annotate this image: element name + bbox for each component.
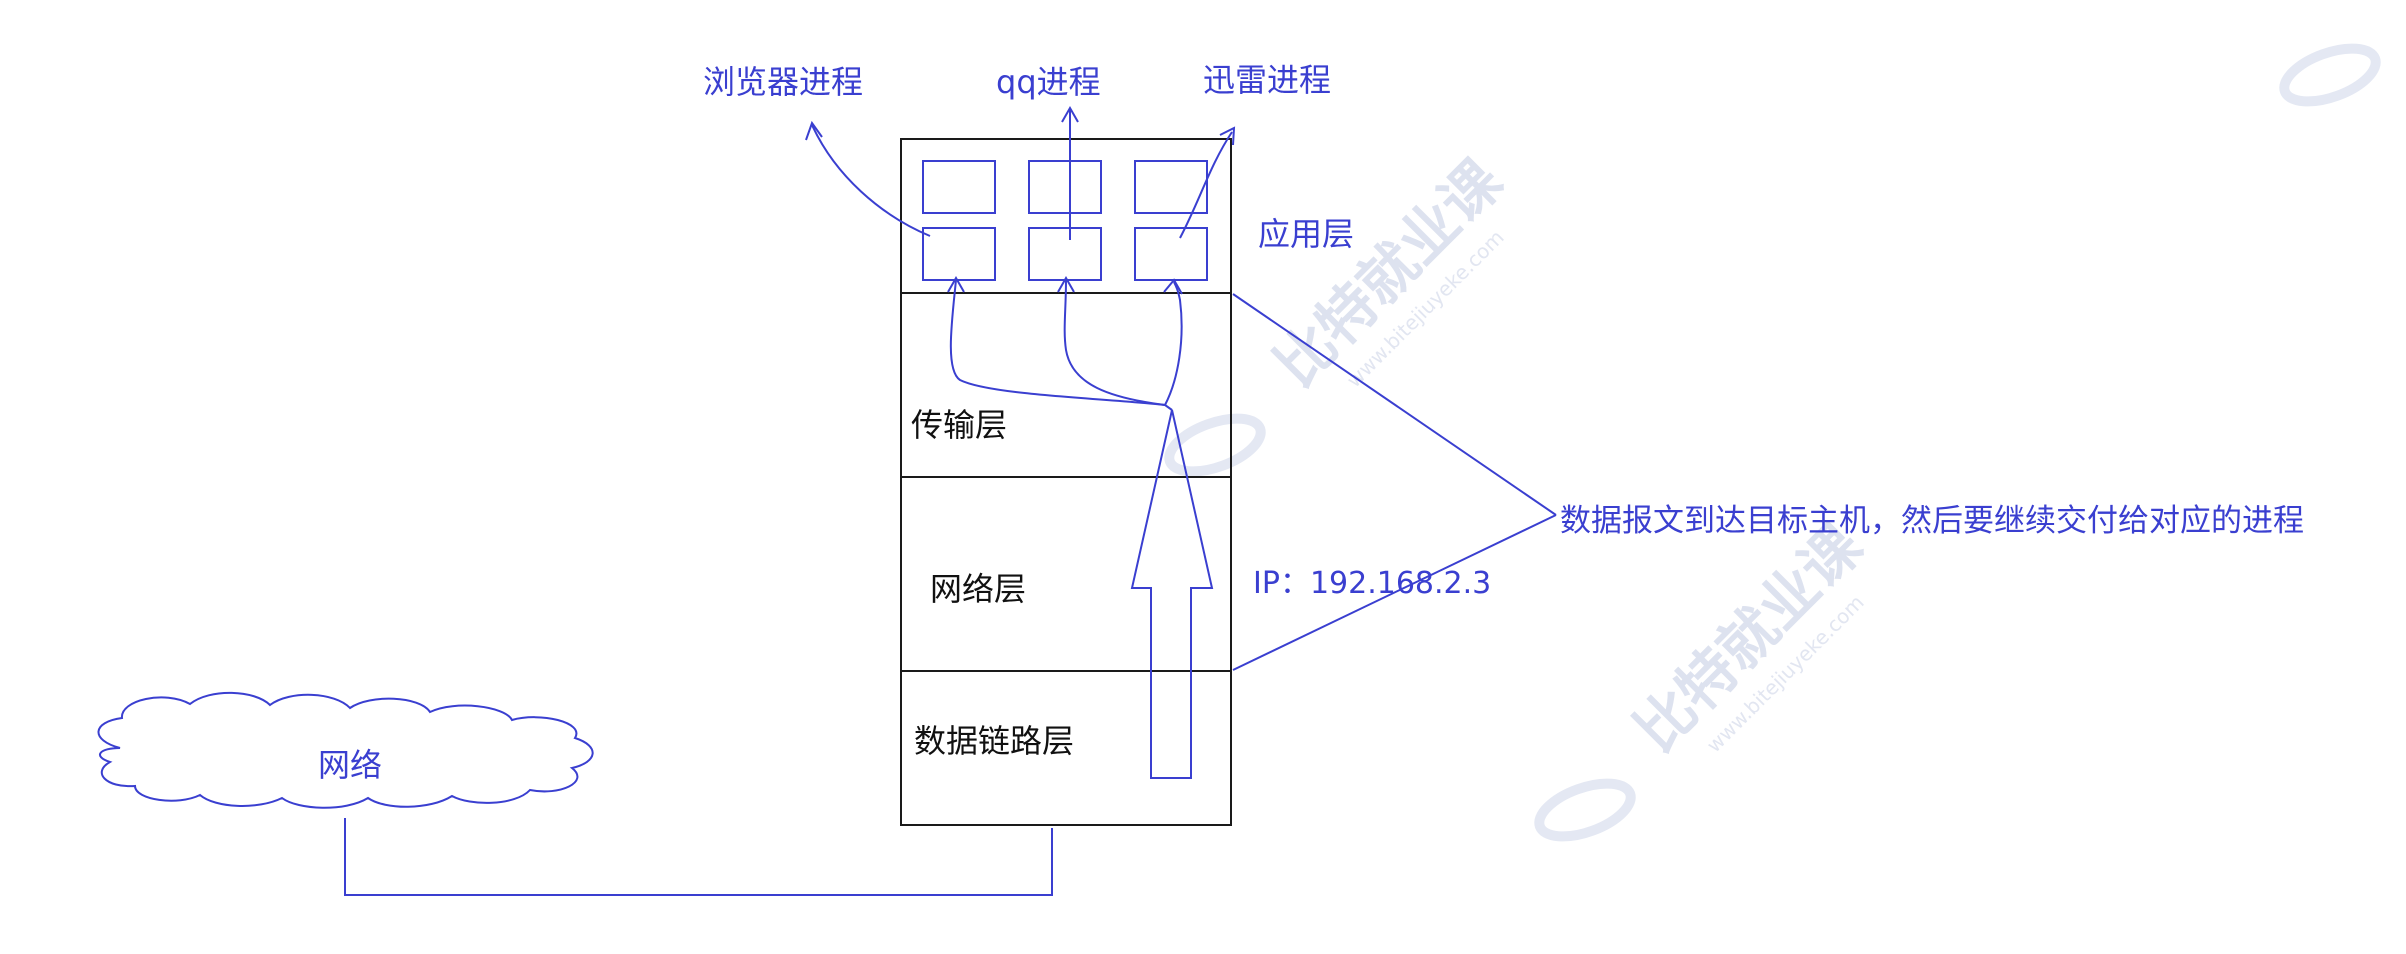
arrowhead [947, 275, 965, 293]
delivery-note: 数据报文到达目标主机，然后要继续交付给对应的进程 [1560, 503, 2304, 539]
arrowhead [1057, 275, 1075, 293]
browser-process-label: 浏览器进程 [703, 63, 863, 101]
cloud-connection [344, 818, 1053, 896]
process-box [1134, 160, 1208, 214]
process-box [922, 160, 996, 214]
ip-address-label: IP：192.168.2.3 [1253, 566, 1491, 601]
transport-layer-label: 传输层 [911, 406, 1007, 444]
line-to-browser-label [811, 124, 931, 237]
branch-to-xunlei [1164, 281, 1183, 406]
watermark-group: 比特就业课 www.bitejiuyeke.com 比特就业课 www.bite… [1164, 43, 2381, 842]
watermark-logo-3 [2279, 43, 2381, 107]
stack-outline [900, 138, 1232, 826]
process-box [1134, 227, 1208, 281]
watermark-1: 比特就业课 www.bitejiuyeke.com [1262, 146, 1516, 400]
arrowhead [1061, 105, 1079, 123]
branch-to-qq [1063, 279, 1166, 406]
watermark-logo-2 [1534, 778, 1636, 842]
flow-lines [344, 105, 1557, 896]
upward-data-arrow [1130, 409, 1214, 779]
application-layer-label: 应用层 [1258, 215, 1354, 253]
qq-process-label: qq进程 [996, 63, 1101, 101]
callout-line-lower [1232, 514, 1557, 671]
callout-line-upper [1232, 293, 1557, 516]
arrowhead [1163, 278, 1183, 295]
process-box [1028, 227, 1102, 281]
arrowhead [1219, 126, 1236, 146]
watermark-2: 比特就业课 www.bitejiuyeke.com [1622, 511, 1876, 765]
upward-line-to-branch [1164, 404, 1173, 411]
network-cloud [97, 691, 594, 809]
process-box [922, 227, 996, 281]
datalink-layer-label: 数据链路层 [914, 722, 1074, 760]
process-boxes [922, 160, 1208, 281]
xunlei-process-label: 迅雷进程 [1203, 61, 1331, 99]
arrowhead [805, 120, 823, 141]
branch-to-browser [949, 279, 1166, 406]
line-to-xunlei-label [1179, 131, 1233, 239]
watermark-logo-1 [1164, 413, 1266, 477]
network-layer-label: 网络层 [930, 570, 1026, 608]
cloud-label: 网络 [318, 746, 382, 784]
process-box [1028, 160, 1102, 214]
